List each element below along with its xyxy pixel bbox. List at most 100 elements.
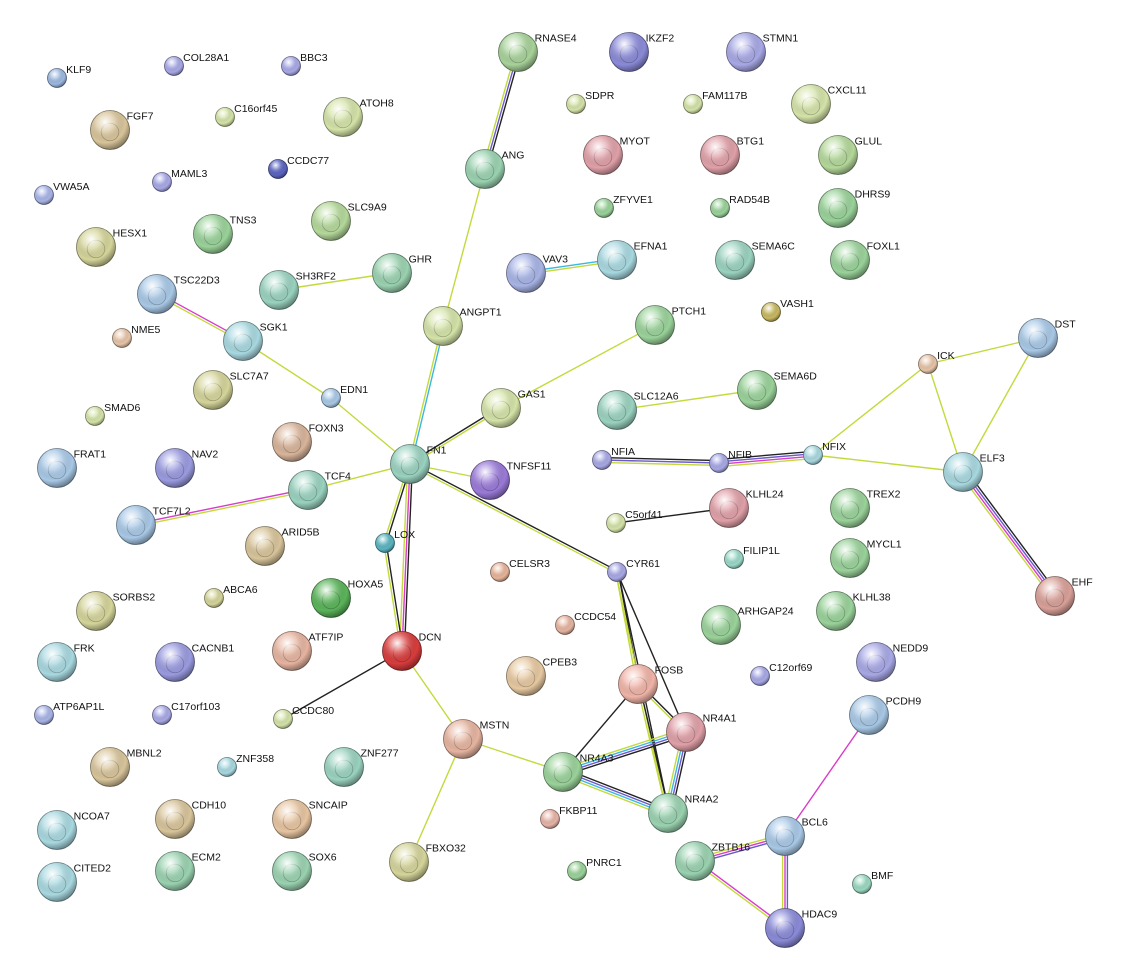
node-RAD54B[interactable]: RAD54B bbox=[710, 194, 770, 218]
node-DST[interactable]: DST bbox=[1018, 318, 1077, 358]
node-LOX[interactable]: LOX bbox=[375, 529, 416, 553]
node-FGF7[interactable]: FGF7 bbox=[90, 110, 154, 150]
node-EDN1[interactable]: EDN1 bbox=[321, 384, 369, 408]
node-C16orf45[interactable]: C16orf45 bbox=[215, 103, 278, 127]
node-ARID5B[interactable]: ARID5B bbox=[245, 526, 320, 566]
node-SH3RF2[interactable]: SH3RF2 bbox=[259, 270, 337, 310]
node-CYR61[interactable]: CYR61 bbox=[607, 558, 661, 582]
node-EHF[interactable]: EHF bbox=[1035, 576, 1093, 616]
node-ATP6AP1L[interactable]: ATP6AP1L bbox=[34, 701, 105, 725]
node-CCDC54[interactable]: CCDC54 bbox=[555, 611, 617, 635]
node-VWA5A[interactable]: VWA5A bbox=[34, 181, 90, 205]
node-ABCA6[interactable]: ABCA6 bbox=[204, 584, 258, 608]
node-SDPR[interactable]: SDPR bbox=[566, 90, 615, 114]
node-TCF4[interactable]: TCF4 bbox=[288, 470, 352, 510]
node-FOXL1[interactable]: FOXL1 bbox=[830, 240, 901, 280]
node-CDH10[interactable]: CDH10 bbox=[155, 799, 227, 839]
node-FAM117B[interactable]: FAM117B bbox=[683, 90, 748, 114]
node-SNCAIP[interactable]: SNCAIP bbox=[272, 799, 348, 839]
node-VAV3[interactable]: VAV3 bbox=[506, 253, 569, 293]
node-SMAD6[interactable]: SMAD6 bbox=[85, 402, 141, 426]
node-SORBS2[interactable]: SORBS2 bbox=[76, 591, 156, 631]
node-C5orf41[interactable]: C5orf41 bbox=[606, 509, 663, 533]
node-ARHGAP24[interactable]: ARHGAP24 bbox=[701, 605, 794, 645]
node-ATF7IP[interactable]: ATF7IP bbox=[272, 631, 344, 671]
node-NR4A1[interactable]: NR4A1 bbox=[666, 712, 737, 752]
node-MBNL2[interactable]: MBNL2 bbox=[90, 747, 162, 787]
node-SEMA6D[interactable]: SEMA6D bbox=[737, 370, 818, 410]
node-MYCL1[interactable]: MYCL1 bbox=[830, 538, 902, 578]
node-CCDC77[interactable]: CCDC77 bbox=[268, 155, 330, 179]
node-ZBTB16[interactable]: ZBTB16 bbox=[675, 841, 751, 881]
node-C17orf103[interactable]: C17orf103 bbox=[152, 701, 221, 725]
node-SGK1[interactable]: SGK1 bbox=[223, 321, 288, 361]
node-SLC9A9[interactable]: SLC9A9 bbox=[311, 201, 387, 241]
node-BBC3[interactable]: BBC3 bbox=[281, 52, 328, 76]
node-STMN1[interactable]: STMN1 bbox=[726, 32, 799, 72]
node-FN1[interactable]: FN1 bbox=[390, 444, 447, 484]
node-SEMA6C[interactable]: SEMA6C bbox=[715, 240, 796, 280]
node-NFIA[interactable]: NFIA bbox=[592, 446, 636, 470]
node-TNS3[interactable]: TNS3 bbox=[193, 214, 257, 254]
node-MYOT[interactable]: MYOT bbox=[583, 135, 651, 175]
node-TREX2[interactable]: TREX2 bbox=[830, 488, 901, 528]
node-ANG[interactable]: ANG bbox=[465, 149, 525, 189]
node-TCF7L2[interactable]: TCF7L2 bbox=[116, 505, 191, 545]
node-MAML3[interactable]: MAML3 bbox=[152, 168, 208, 192]
node-ZFYVE1[interactable]: ZFYVE1 bbox=[594, 194, 653, 218]
node-BMF[interactable]: BMF bbox=[852, 870, 894, 894]
node-RNASE4[interactable]: RNASE4 bbox=[498, 32, 577, 72]
node-SLC7A7[interactable]: SLC7A7 bbox=[193, 370, 269, 410]
node-EFNA1[interactable]: EFNA1 bbox=[597, 240, 668, 280]
node-ICK[interactable]: ICK bbox=[918, 350, 955, 374]
node-FOSB[interactable]: FOSB bbox=[618, 664, 684, 704]
node-CCDC80[interactable]: CCDC80 bbox=[273, 705, 335, 729]
node-NR4A3[interactable]: NR4A3 bbox=[543, 752, 614, 792]
node-ECM2[interactable]: ECM2 bbox=[155, 851, 221, 891]
node-HOXA5[interactable]: HOXA5 bbox=[311, 578, 384, 618]
node-MSTN[interactable]: MSTN bbox=[443, 719, 510, 759]
node-ATOH8[interactable]: ATOH8 bbox=[323, 97, 394, 137]
node-FBXO32[interactable]: FBXO32 bbox=[389, 842, 467, 882]
node-CXCL11[interactable]: CXCL11 bbox=[791, 84, 867, 124]
node-GHR[interactable]: GHR bbox=[372, 253, 433, 293]
node-ZNF277[interactable]: ZNF277 bbox=[324, 747, 399, 787]
node-PCDH9[interactable]: PCDH9 bbox=[849, 695, 922, 735]
node-BTG1[interactable]: BTG1 bbox=[700, 135, 765, 175]
node-CITED2[interactable]: CITED2 bbox=[37, 862, 112, 902]
node-CELSR3[interactable]: CELSR3 bbox=[490, 558, 551, 582]
node-NFIB[interactable]: NFIB bbox=[709, 449, 753, 473]
node-GLUL[interactable]: GLUL bbox=[818, 135, 883, 175]
node-COL28A1[interactable]: COL28A1 bbox=[164, 52, 230, 76]
node-NAV2[interactable]: NAV2 bbox=[155, 448, 219, 488]
node-CACNB1[interactable]: CACNB1 bbox=[155, 642, 235, 682]
node-ZNF358[interactable]: ZNF358 bbox=[217, 753, 275, 777]
node-NEDD9[interactable]: NEDD9 bbox=[856, 642, 929, 682]
node-IKZF2[interactable]: IKZF2 bbox=[609, 32, 675, 72]
node-FRK[interactable]: FRK bbox=[37, 642, 95, 682]
node-ELF3[interactable]: ELF3 bbox=[943, 452, 1005, 492]
node-HESX1[interactable]: HESX1 bbox=[76, 227, 148, 267]
node-TSC22D3[interactable]: TSC22D3 bbox=[137, 274, 220, 314]
node-KLHL38[interactable]: KLHL38 bbox=[816, 591, 891, 631]
node-TNFSF11[interactable]: TNFSF11 bbox=[470, 460, 552, 500]
node-ANGPT1[interactable]: ANGPT1 bbox=[423, 306, 502, 346]
node-HDAC9[interactable]: HDAC9 bbox=[765, 908, 838, 948]
node-NCOA7[interactable]: NCOA7 bbox=[37, 810, 110, 850]
node-NFIX[interactable]: NFIX bbox=[803, 441, 847, 465]
node-SOX6[interactable]: SOX6 bbox=[272, 851, 337, 891]
node-SLC12A6[interactable]: SLC12A6 bbox=[597, 390, 679, 430]
node-PNRC1[interactable]: PNRC1 bbox=[567, 857, 622, 881]
node-DHRS9[interactable]: DHRS9 bbox=[818, 188, 891, 228]
node-VASH1[interactable]: VASH1 bbox=[761, 298, 814, 322]
node-CPEB3[interactable]: CPEB3 bbox=[506, 656, 578, 696]
node-KLHL24[interactable]: KLHL24 bbox=[709, 488, 784, 528]
node-NR4A2[interactable]: NR4A2 bbox=[648, 793, 719, 833]
node-FOXN3[interactable]: FOXN3 bbox=[272, 422, 344, 462]
node-FRAT1[interactable]: FRAT1 bbox=[37, 448, 107, 488]
node-C12orf69[interactable]: C12orf69 bbox=[750, 662, 813, 686]
node-PTCH1[interactable]: PTCH1 bbox=[635, 305, 707, 345]
node-FKBP11[interactable]: FKBP11 bbox=[540, 805, 598, 829]
node-GAS1[interactable]: GAS1 bbox=[481, 388, 546, 428]
node-FILIP1L[interactable]: FILIP1L bbox=[724, 545, 781, 569]
